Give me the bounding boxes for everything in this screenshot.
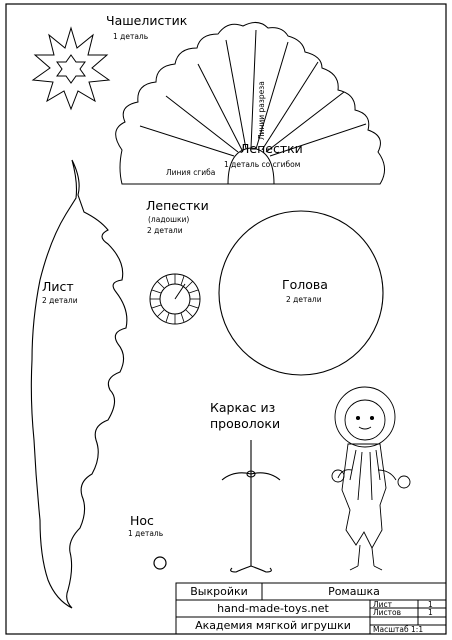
sheet-value: 1	[428, 600, 433, 609]
palm-petal-shape	[149, 273, 201, 325]
calyx-title: Чашелистик	[106, 13, 188, 28]
title-block-toy-name: Ромашка	[328, 586, 380, 597]
title-block-site: hand-made-toys.net	[217, 603, 329, 614]
head-shape	[218, 210, 384, 376]
title-block-lines	[175, 582, 447, 635]
palm-petals-title: Лепестки	[146, 198, 209, 213]
finished-toy-illustration	[331, 386, 411, 571]
nose-title: Нос	[130, 513, 154, 528]
leaf-title: Лист	[42, 279, 74, 294]
palm-petals-qty: 2 детали	[147, 226, 183, 235]
fold-line-label: Линия сгиба	[166, 168, 216, 177]
calyx-qty: 1 деталь	[113, 32, 149, 41]
petals-fan-shape	[115, 22, 385, 185]
calyx-shape	[31, 26, 111, 111]
nose-qty: 1 деталь	[128, 529, 164, 538]
sheets-value: 1	[428, 608, 433, 617]
frame-title-line2: проволоки	[210, 416, 281, 431]
leaf-shape	[30, 159, 128, 609]
nose-shape	[153, 556, 167, 570]
title-block-patterns: Выкройки	[190, 586, 248, 597]
frame-title-line1: Каркас из	[210, 400, 276, 415]
head-title: Голова	[282, 277, 328, 292]
petals-main-qty: 1 деталь со сгибом	[224, 160, 301, 169]
petals-main-title: Лепестки	[240, 141, 303, 156]
head-qty: 2 детали	[286, 295, 322, 304]
palm-petals-sub: (ладошки)	[148, 215, 190, 224]
cut-lines-label: Линии разреза	[257, 81, 266, 140]
sheets-label: Листов	[373, 608, 402, 617]
wire-frame-shape	[221, 440, 281, 573]
leaf-qty: 2 детали	[42, 296, 78, 305]
scale-label: Масштаб 1:1	[373, 625, 424, 634]
sheet-label: Лист	[373, 600, 393, 609]
title-block-academy: Академия мягкой игрушки	[195, 620, 351, 631]
